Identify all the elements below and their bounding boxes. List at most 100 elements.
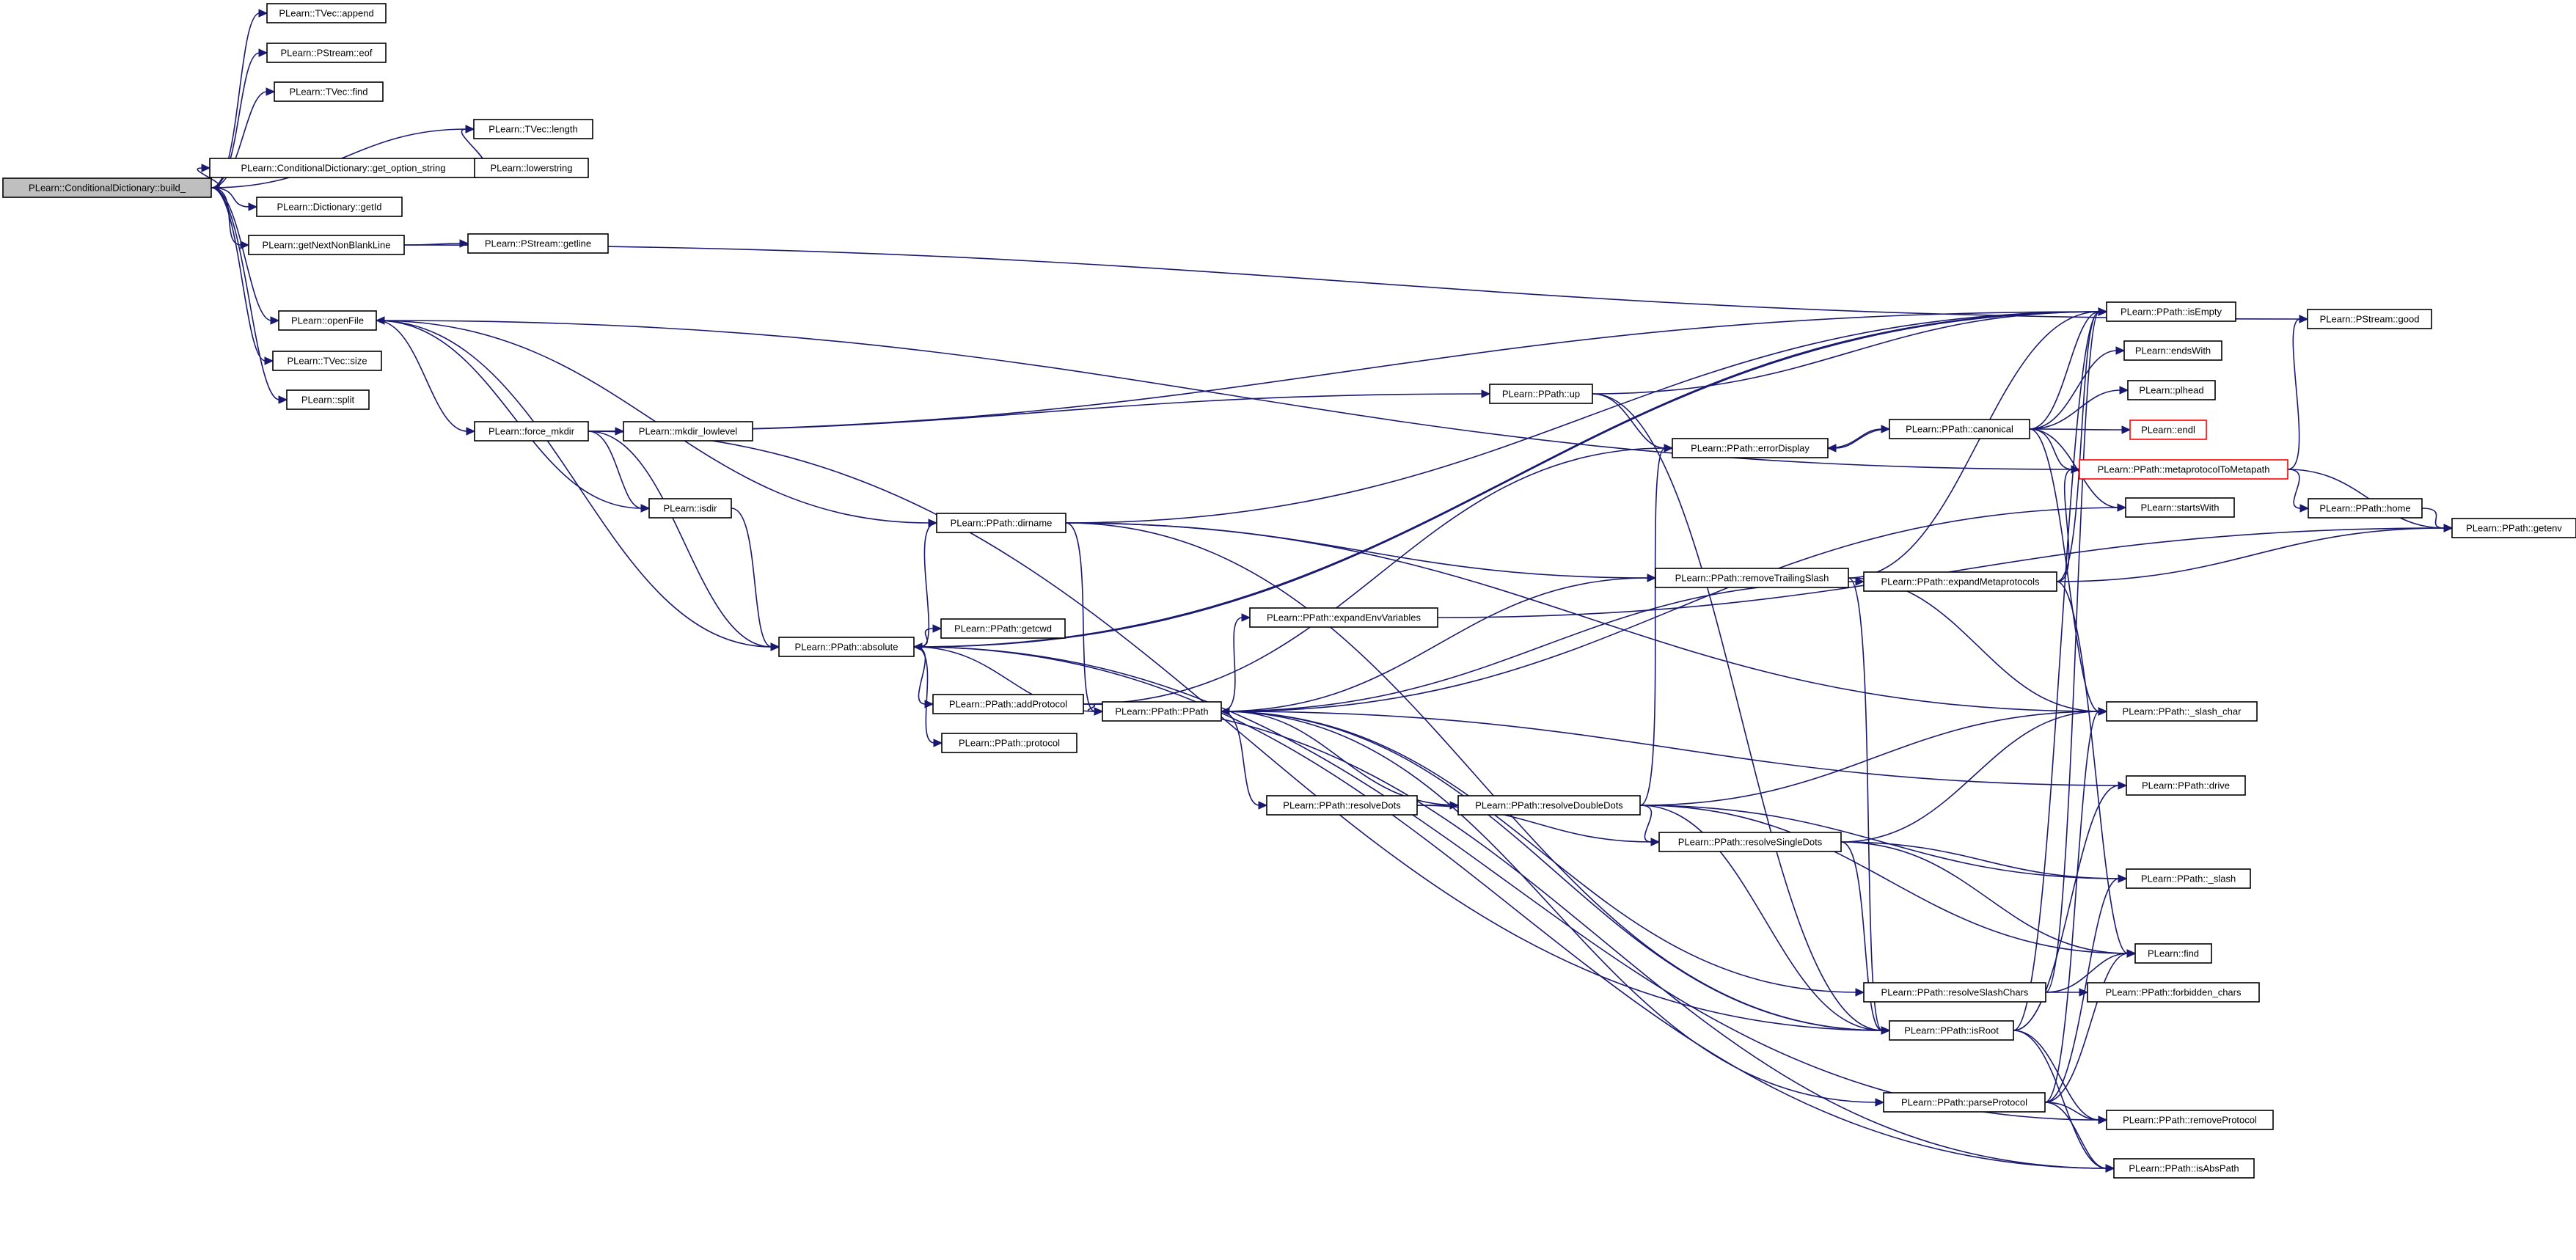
edge-getnext-to-getline [403, 239, 469, 248]
node-box [272, 351, 382, 371]
node-good[interactable]: PLearn::PStream::good [2307, 309, 2432, 329]
node-getopt[interactable]: PLearn::ConditionalDictionary::get_optio… [209, 158, 477, 178]
node-startswith[interactable]: PLearn::startsWith [2125, 497, 2235, 518]
node-box [2, 177, 212, 198]
node-endl[interactable]: PLearn::endl [2129, 420, 2207, 440]
node-removeprotocol[interactable]: PLearn::PPath::removeProtocol [2106, 1110, 2274, 1130]
node-eof[interactable]: PLearn::PStream::eof [266, 43, 387, 63]
node-resolvedoubledots[interactable]: PLearn::PPath::resolveDoubleDots [1457, 795, 1641, 816]
arrow-head-icon [459, 239, 469, 248]
node-expandmeta[interactable]: PLearn::PPath::expandMetaprotocols [1863, 571, 2057, 592]
arrow-head-icon [2121, 425, 2132, 434]
node-errordisplay[interactable]: PLearn::PPath::errorDisplay [1672, 438, 1829, 458]
node-forbidden[interactable]: PLearn::PPath::forbidden_chars [2087, 982, 2260, 1003]
node-protocol[interactable]: PLearn::PPath::protocol [941, 733, 1077, 753]
arrow-head-icon [264, 356, 274, 365]
node-build[interactable]: PLearn::ConditionalDictionary::build_ [2, 177, 212, 198]
node-label: PLearn::PPath::drive [2142, 780, 2230, 791]
node-label: PLearn::PPath::_slash_char [2123, 706, 2242, 717]
node-up[interactable]: PLearn::PPath::up [1489, 384, 1593, 404]
node-box [1658, 832, 1842, 852]
node-label: PLearn::PPath::PPath [1115, 706, 1208, 717]
edge-forcemkdir-to-absolute [588, 431, 780, 651]
node-mkdirlow[interactable]: PLearn::mkdir_lowlevel [623, 421, 753, 442]
node-resolvedots[interactable]: PLearn::PPath::resolveDots [1266, 795, 1418, 816]
edge-line [913, 311, 2100, 648]
node-parseprotocol[interactable]: PLearn::PPath::parseProtocol [1883, 1092, 2046, 1113]
node-isempty[interactable]: PLearn::PPath::isEmpty [2106, 301, 2236, 322]
edge-metaproto-to-good [2287, 315, 2309, 470]
node-box [2113, 1158, 2255, 1179]
arrow-head-icon [2126, 949, 2137, 958]
arrow-head-icon [1647, 574, 1657, 582]
arrow-head-icon [1220, 707, 1230, 716]
node-label: PLearn::PPath::home [2319, 502, 2410, 513]
node-metaproto[interactable]: PLearn::PPath::metaprotocolToMetapath [2079, 459, 2288, 480]
edge-line [2044, 878, 2120, 1103]
node-label: PLearn::PStream::eof [280, 47, 372, 58]
arrow-head-icon [258, 48, 268, 57]
node-home[interactable]: PLearn::PPath::home [2308, 498, 2423, 519]
node-find[interactable]: PLearn::find [2134, 943, 2212, 964]
edge-line [1221, 577, 1649, 712]
arrow-head-icon [466, 427, 476, 436]
node-split[interactable]: PLearn::split [286, 389, 370, 410]
node-dirname[interactable]: PLearn::PPath::dirname [936, 513, 1066, 533]
node-tvfind[interactable]: PLearn::TVec::find [274, 81, 384, 102]
node-append[interactable]: PLearn::TVec::append [266, 3, 387, 23]
node-label: PLearn::TVec::length [489, 123, 577, 134]
node-label: PLearn::PPath::up [1502, 388, 1580, 399]
node-getenv[interactable]: PLearn::PPath::getenv [2451, 518, 2576, 538]
node-endswith[interactable]: PLearn::endsWith [2123, 340, 2222, 361]
node-box [266, 43, 387, 63]
node-addprotocol[interactable]: PLearn::PPath::addProtocol [932, 694, 1084, 714]
arrow-head-icon [1855, 988, 1865, 997]
arrow-head-icon [2118, 874, 2128, 883]
edge-canonical-to-endswith [2029, 346, 2126, 430]
node-isdir[interactable]: PLearn::isdir [648, 498, 732, 519]
edge-home-to-getenv [2421, 508, 2454, 532]
edge-line [1639, 711, 2100, 806]
node-label: PLearn::endl [2141, 424, 2195, 435]
node-label: PLearn::PPath::removeProtocol [2123, 1114, 2257, 1125]
node-forcemkdir[interactable]: PLearn::force_mkdir [474, 421, 589, 442]
edge-ppath-to-expandenv [1221, 613, 1251, 712]
edge-parseprotocol-to-find [2044, 949, 2137, 1103]
node-plhead[interactable]: PLearn::plhead [2127, 380, 2216, 400]
node-drive[interactable]: PLearn::PPath::drive [2126, 775, 2246, 796]
node-box [274, 81, 384, 102]
node-canonical[interactable]: PLearn::PPath::canonical [1889, 419, 2030, 439]
edge-line [913, 628, 934, 648]
node-isabspath[interactable]: PLearn::PPath::isAbsPath [2113, 1158, 2255, 1179]
node-slash[interactable]: PLearn::PPath::_slash [2126, 868, 2251, 889]
edge-line [2044, 1102, 2100, 1121]
node-size[interactable]: PLearn::TVec::size [272, 351, 382, 371]
node-box [623, 421, 753, 442]
node-length[interactable]: PLearn::TVec::length [473, 119, 593, 139]
node-removetrailing[interactable]: PLearn::PPath::removeTrailingSlash [1655, 568, 1849, 588]
node-absolute[interactable]: PLearn::PPath::absolute [778, 637, 915, 657]
node-openfile[interactable]: PLearn::openFile [278, 310, 377, 331]
node-box [286, 389, 370, 410]
arrow-head-icon [375, 316, 385, 325]
edge-line [2044, 1102, 2107, 1169]
node-resolvesingledots[interactable]: PLearn::PPath::resolveSingleDots [1658, 832, 1842, 852]
node-isroot[interactable]: PLearn::PPath::isRoot [1889, 1020, 2014, 1041]
node-box [2106, 301, 2236, 322]
node-getid[interactable]: PLearn::Dictionary::getId [256, 197, 403, 217]
node-layer: PLearn::ConditionalDictionary::build_PLe… [2, 3, 2576, 1179]
node-resolveslash[interactable]: PLearn::PPath::resolveSlashChars [1863, 982, 2046, 1003]
node-ppath[interactable]: PLearn::PPath::PPath [1102, 701, 1222, 722]
node-expandenv[interactable]: PLearn::PPath::expandEnvVariables [1249, 607, 1438, 628]
edge-expandmeta-to-getenv [2056, 524, 2454, 582]
arrow-head-icon [1481, 389, 1491, 398]
node-slashchar[interactable]: PLearn::PPath::_slash_char [2106, 701, 2258, 722]
edge-line [731, 508, 772, 648]
node-lowerstring[interactable]: PLearn::lowerstring [474, 158, 589, 178]
node-getnext[interactable]: PLearn::getNextNonBlankLine [248, 235, 405, 255]
node-box [2126, 775, 2246, 796]
node-getcwd[interactable]: PLearn::PPath::getcwd [940, 618, 1066, 639]
node-label: PLearn::plhead [2139, 384, 2203, 395]
node-getline[interactable]: PLearn::PStream::getline [467, 233, 609, 254]
